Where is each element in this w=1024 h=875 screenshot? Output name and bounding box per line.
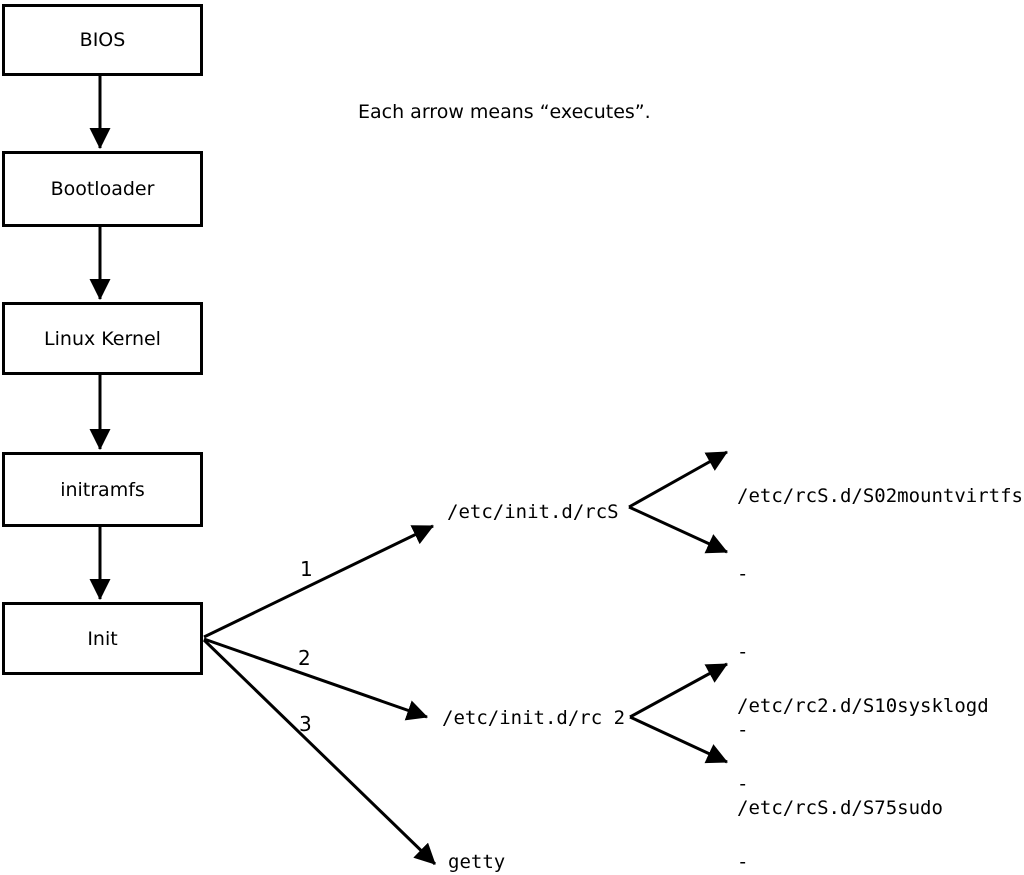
target-rc2-label: /etc/init.d/rc 2 bbox=[442, 707, 626, 729]
rc2-script-list: /etc/rc2.d/S10sysklogd - - - /etc/rc2.d/… bbox=[737, 641, 989, 875]
arrow-rcs-to-s02mountvirtfs bbox=[628, 450, 728, 509]
rcs-script-ellipsis-dash: - bbox=[737, 641, 749, 663]
rc2-script-ellipsis-dash: - bbox=[737, 851, 749, 873]
arrow-rc2-to-s99gdm bbox=[629, 715, 728, 764]
box-bios: BIOS bbox=[2, 4, 203, 76]
arrow-rcs-to-s75sudo bbox=[628, 505, 728, 554]
arrow-init-to-getty bbox=[202, 638, 437, 866]
box-linux-kernel: Linux Kernel bbox=[2, 302, 203, 375]
box-linux-kernel-label: Linux Kernel bbox=[44, 327, 161, 350]
arrow-init-to-rc2 bbox=[203, 637, 428, 721]
box-bootloader-label: Bootloader bbox=[50, 178, 155, 200]
rc2-script-s10sysklogd: /etc/rc2.d/S10sysklogd bbox=[737, 695, 989, 717]
rcs-script-list: /etc/rcS.d/S02mountvirtfs - - - /etc/rcS… bbox=[737, 431, 1023, 873]
branch-number-2: 2 bbox=[298, 646, 311, 670]
box-initramfs-label: initramfs bbox=[60, 478, 145, 501]
rcs-script-s75sudo: /etc/rcS.d/S75sudo bbox=[737, 797, 943, 819]
rcs-script-ellipsis-dash: - bbox=[737, 563, 749, 585]
rc2-script-ellipsis-dash: - bbox=[737, 773, 749, 795]
box-init: Init bbox=[2, 602, 203, 675]
rcs-script-ellipsis-dash: - bbox=[737, 719, 749, 741]
target-rcs-label: /etc/init.d/rcS bbox=[447, 501, 619, 523]
branch-number-3: 3 bbox=[299, 712, 312, 736]
box-init-label: Init bbox=[87, 627, 118, 650]
box-initramfs: initramfs bbox=[2, 452, 203, 527]
rcs-script-s02mountvirtfs: /etc/rcS.d/S02mountvirtfs bbox=[737, 485, 1023, 507]
arrow-init-to-rcs bbox=[203, 524, 434, 639]
box-bootloader: Bootloader bbox=[2, 151, 203, 227]
legend-note: Each arrow means “executes”. bbox=[358, 101, 651, 123]
box-bios-label: BIOS bbox=[79, 29, 126, 51]
branch-number-1: 1 bbox=[300, 557, 313, 581]
target-getty-label: getty bbox=[448, 851, 506, 873]
arrow-rc2-to-s10sysklogd bbox=[629, 662, 728, 719]
